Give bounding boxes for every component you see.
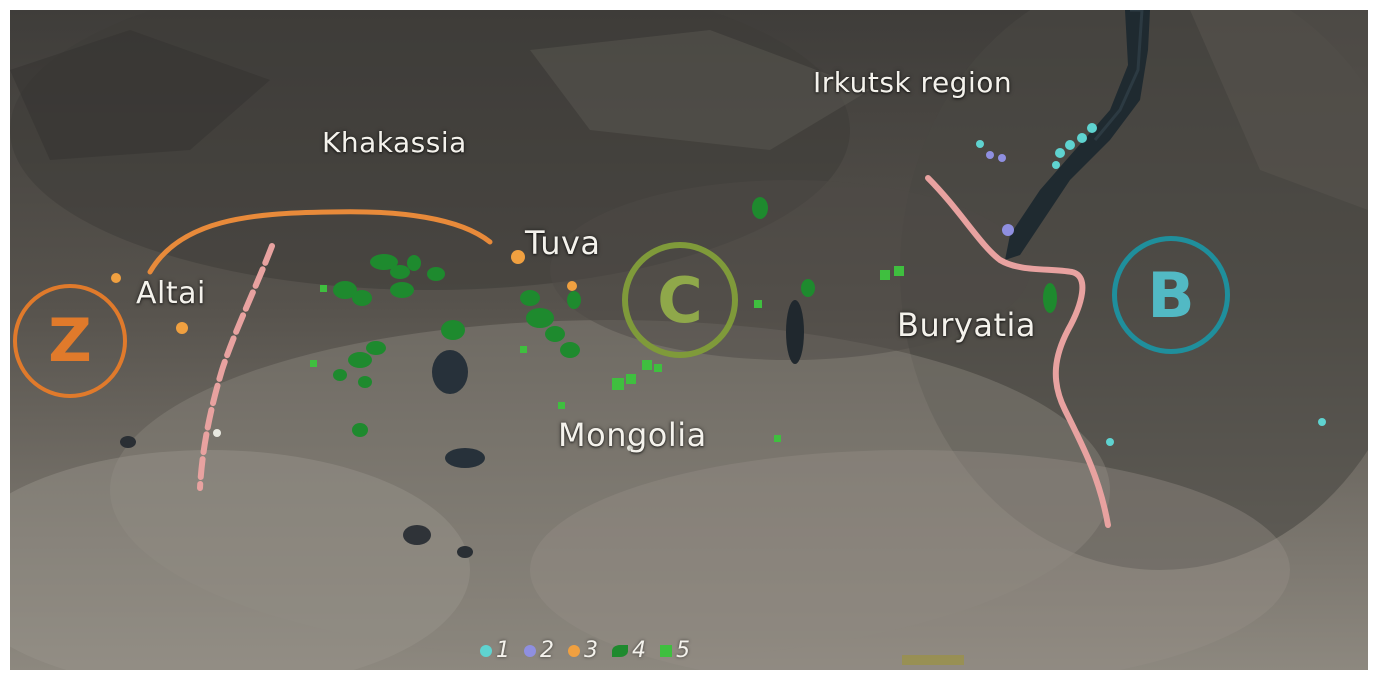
legend-item-2: 2 [524, 638, 554, 663]
green-marker-cluster [333, 197, 1057, 437]
square-marker-icon [660, 644, 672, 657]
legend-label: 4 [632, 638, 646, 663]
legend-label: 3 [584, 638, 598, 663]
leaf-marker-icon [612, 644, 628, 657]
legend-label: 5 [676, 638, 690, 663]
circle-marker-icon [524, 644, 536, 657]
lake [120, 436, 136, 448]
lake [786, 300, 804, 364]
lake-baikal [1005, 10, 1150, 260]
map-canvas[interactable]: Irkutsk region Khakassia Tuva Altai Bury… [10, 10, 1368, 670]
legend-item-5: 5 [660, 638, 690, 663]
lake [445, 448, 485, 468]
legend-label: 1 [496, 638, 510, 663]
c-badge-letter: C [657, 263, 703, 337]
lake [457, 546, 473, 558]
legend-item-1: 1 [480, 638, 510, 663]
label-buryatia: Buryatia [897, 306, 1036, 344]
b-zone-badge: B [1112, 236, 1230, 354]
z-badge-letter: Z [48, 306, 92, 376]
legend-item-3: 3 [568, 638, 598, 663]
b-badge-letter: B [1147, 258, 1195, 332]
orange-marker-cluster [111, 250, 577, 334]
legend-item-4: 4 [612, 638, 646, 663]
label-irkutsk-region: Irkutsk region [813, 66, 1013, 99]
z-zone-badge: Z [13, 284, 127, 398]
purple-marker-cluster [986, 151, 1014, 236]
circle-marker-icon [480, 644, 492, 657]
label-khakassia: Khakassia [322, 126, 467, 159]
light-green-marker-cluster [310, 266, 904, 442]
label-tuva: Tuva [525, 224, 601, 262]
circle-marker-icon [568, 644, 580, 657]
legend-label: 2 [540, 638, 554, 663]
c-zone-badge: C [622, 242, 738, 358]
map-legend: 1 2 3 4 5 [480, 638, 690, 663]
lake [403, 525, 431, 545]
dashed-boundary [197, 243, 275, 491]
label-mongolia: Mongolia [558, 416, 707, 454]
cyan-marker-cluster [976, 123, 1326, 446]
solid-boundary [925, 175, 1111, 528]
white-marker-cluster [213, 429, 633, 451]
migration-arc [147, 209, 493, 275]
lake [432, 350, 468, 394]
scale-bar [902, 655, 964, 665]
label-altai: Altai [136, 276, 206, 311]
